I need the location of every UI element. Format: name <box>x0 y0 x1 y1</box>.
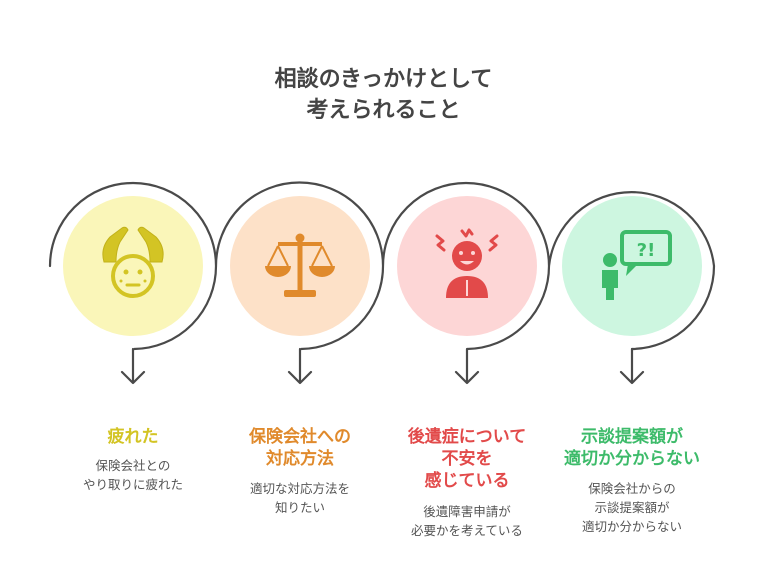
tired-face-icon <box>102 226 164 298</box>
question-bubble-icon: ?! <box>602 230 672 300</box>
scales-icon <box>265 233 335 297</box>
title-line-1: 相談のきっかけとして <box>274 67 493 92</box>
anxious-person-icon <box>435 228 499 298</box>
diagram-title: 相談のきっかけとして 考えられること <box>0 64 767 126</box>
down-arrow-4 <box>619 347 645 385</box>
svg-text:?!: ?! <box>637 240 656 261</box>
step-3-description: 後遺障害申請が 必要かを考えている <box>411 504 523 538</box>
down-arrow-3 <box>454 347 480 385</box>
step-1-description: 保険会社との やり取りに疲れた <box>82 458 183 492</box>
step-4-description: 保険会社からの 示談提案額が 適切か分からない <box>581 481 682 534</box>
title-line-2: 考えられること <box>306 98 461 123</box>
down-arrow-1 <box>120 347 146 385</box>
step-2-description: 適切な対応方法を 知りたい <box>249 481 350 515</box>
step-3-label: 後遺症について 不安を 感じている <box>407 427 527 491</box>
step-1-label: 疲れた <box>107 427 159 447</box>
step-2-label: 保険会社への 対応方法 <box>249 427 351 469</box>
connector-path <box>48 181 716 351</box>
step-4-label: 示談提案額が 適切か分からない <box>564 427 700 469</box>
down-arrow-2 <box>287 347 313 385</box>
